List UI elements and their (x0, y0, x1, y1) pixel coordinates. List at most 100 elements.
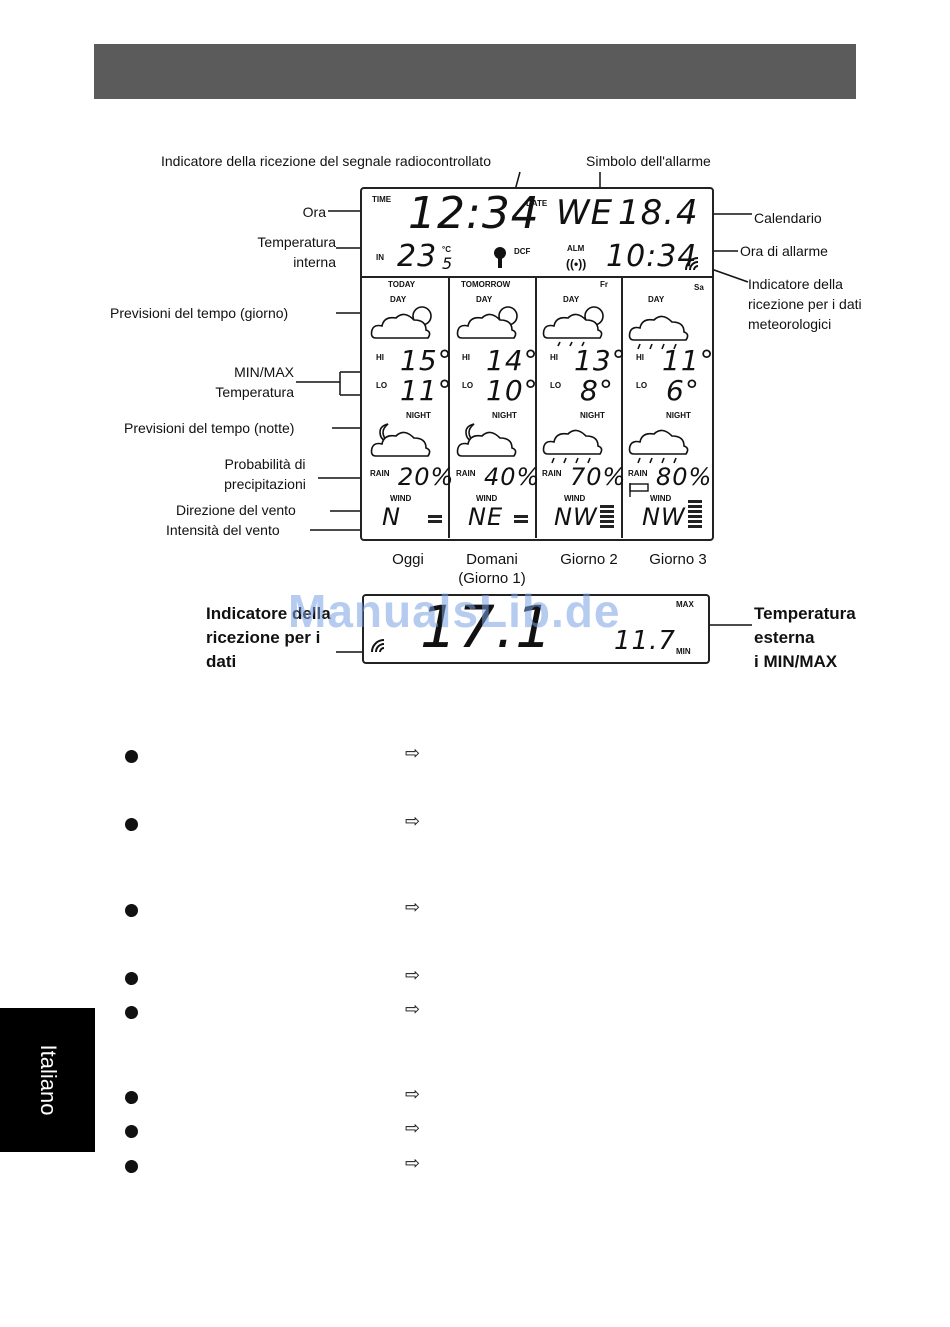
lcd-month: 4 (676, 193, 699, 233)
lcd-in-temp: 23 (397, 239, 438, 274)
night-label: NIGHT (406, 411, 431, 420)
list-bullet (125, 904, 138, 917)
lcd-divider (362, 276, 712, 278)
weather-reception-icon (685, 257, 699, 271)
wind-direction: NW (642, 503, 686, 531)
callout-forecast-night: Previsioni del tempo (notte) (124, 420, 295, 436)
caption-day3: Giorno 3 (649, 551, 707, 568)
callout-weather-rx-1: Indicatore della (748, 276, 843, 292)
ext-rx-label-2: ricezione per i (206, 628, 321, 647)
day-label: DAY (476, 295, 493, 304)
list-bullet (125, 750, 138, 763)
arrow-icon: ⇨ (405, 1153, 421, 1174)
list-bullet (125, 972, 138, 985)
caption-day2: Giorno 2 (560, 551, 618, 568)
callout-forecast-day: Previsioni del tempo (giorno) (110, 305, 289, 321)
external-sensor-lcd (362, 594, 710, 664)
weather-lcd-panel (360, 187, 714, 541)
lcd-date-label: DATE (526, 199, 548, 208)
cloud-rain-icon (628, 429, 689, 464)
lo-label: LO (550, 381, 562, 390)
column-divider (448, 276, 450, 538)
wind-direction: NW (554, 503, 598, 531)
cloud-rain-icon (628, 315, 689, 350)
wind-label: WIND (650, 494, 672, 503)
cloud-sun-rain-icon (542, 306, 604, 347)
ext-rx-label-3: dati (206, 652, 237, 671)
day-label: DAY (648, 295, 665, 304)
column-header: Fr (600, 280, 608, 289)
callout-weather-rx-3: meteorologici (748, 316, 832, 332)
lcd-unit: °C (442, 245, 451, 254)
alarm-bell-icon: ((•)) (566, 257, 587, 271)
lcd-weekday: WE (556, 193, 614, 233)
cloud-sun-icon (456, 306, 518, 339)
wind-direction: N (382, 503, 401, 531)
list-bullet (125, 818, 138, 831)
data-reception-icon (371, 639, 385, 653)
hi-label: HI (462, 353, 470, 362)
wind-strength-bars (428, 515, 442, 523)
callout-rain-prob-2: precipitazioni (224, 476, 306, 492)
list-bullet (125, 1091, 138, 1104)
hi-label: HI (376, 353, 384, 362)
arrow-icon: ⇨ (405, 1084, 421, 1105)
wind-label: WIND (390, 494, 412, 503)
hi-label: HI (550, 353, 558, 362)
hi-label: HI (636, 353, 644, 362)
hi-temp: 11° (662, 344, 715, 377)
rain-label: RAIN (628, 469, 648, 478)
night-label: NIGHT (666, 411, 691, 420)
caption-tomorrow-sub: (Giorno 1) (458, 570, 526, 587)
arrow-icon: ⇨ (405, 897, 421, 918)
hi-temp: 15° (400, 344, 453, 377)
lcd-in-label: IN (376, 253, 384, 262)
rain-label: RAIN (456, 469, 476, 478)
cloud-moon-icon (456, 423, 517, 457)
watermark: ManualsLib.de (288, 585, 621, 637)
lo-temp: 10° (486, 374, 539, 407)
wind-strength-bars (600, 505, 614, 528)
arrow-icon: ⇨ (405, 811, 421, 832)
column-header: TOMORROW (461, 280, 511, 289)
arrow-icon: ⇨ (405, 743, 421, 764)
callout-weather-rx-2: ricezione per i dati (748, 296, 862, 312)
radio-signal-icon (494, 247, 506, 268)
day-label: DAY (390, 295, 407, 304)
caption-tomorrow: Domani (466, 551, 518, 568)
wind-direction: NE (468, 503, 504, 531)
arrow-icon: ⇨ (405, 1118, 421, 1139)
list-bullet (125, 1125, 138, 1138)
rain-label: RAIN (542, 469, 562, 478)
cloud-rain-icon (542, 429, 603, 464)
lcd-alm-label: ALM (567, 244, 585, 253)
night-label: NIGHT (580, 411, 605, 420)
callout-alarm-time: Ora di allarme (740, 243, 828, 259)
wind-strength-bars (514, 515, 528, 523)
lcd-dcf-label: DCF (514, 247, 531, 256)
min-label: MIN (676, 647, 691, 656)
lcd-alarm-time: 10:34 (606, 239, 698, 274)
ext-temp-label-1: Temperatura (754, 604, 856, 623)
arrow-icon: ⇨ (405, 965, 421, 986)
callout-minmax-2: Temperatura (215, 384, 294, 400)
language-label: Italiano (35, 1044, 61, 1116)
night-label: NIGHT (492, 411, 517, 420)
callout-minmax-1: MIN/MAX (234, 364, 294, 380)
hi-temp: 14° (486, 344, 539, 377)
lo-temp: 8° (580, 374, 614, 407)
column-divider (535, 276, 537, 538)
list-bullet (125, 1006, 138, 1019)
lcd-day: 18. (618, 193, 676, 233)
max-label: MAX (676, 600, 694, 609)
lcd-in-temp-decimal: 5 (442, 254, 454, 273)
rain-probability: 80% (656, 463, 713, 491)
column-divider (621, 276, 623, 538)
header-bar (94, 44, 856, 99)
lo-label: LO (376, 381, 388, 390)
column-header: TODAY (388, 280, 416, 289)
callout-wind-strength: Intensità del vento (166, 522, 280, 538)
cloud-moon-icon (370, 423, 431, 457)
wind-label: WIND (476, 494, 498, 503)
lcd-time: 12:34 (408, 188, 540, 239)
